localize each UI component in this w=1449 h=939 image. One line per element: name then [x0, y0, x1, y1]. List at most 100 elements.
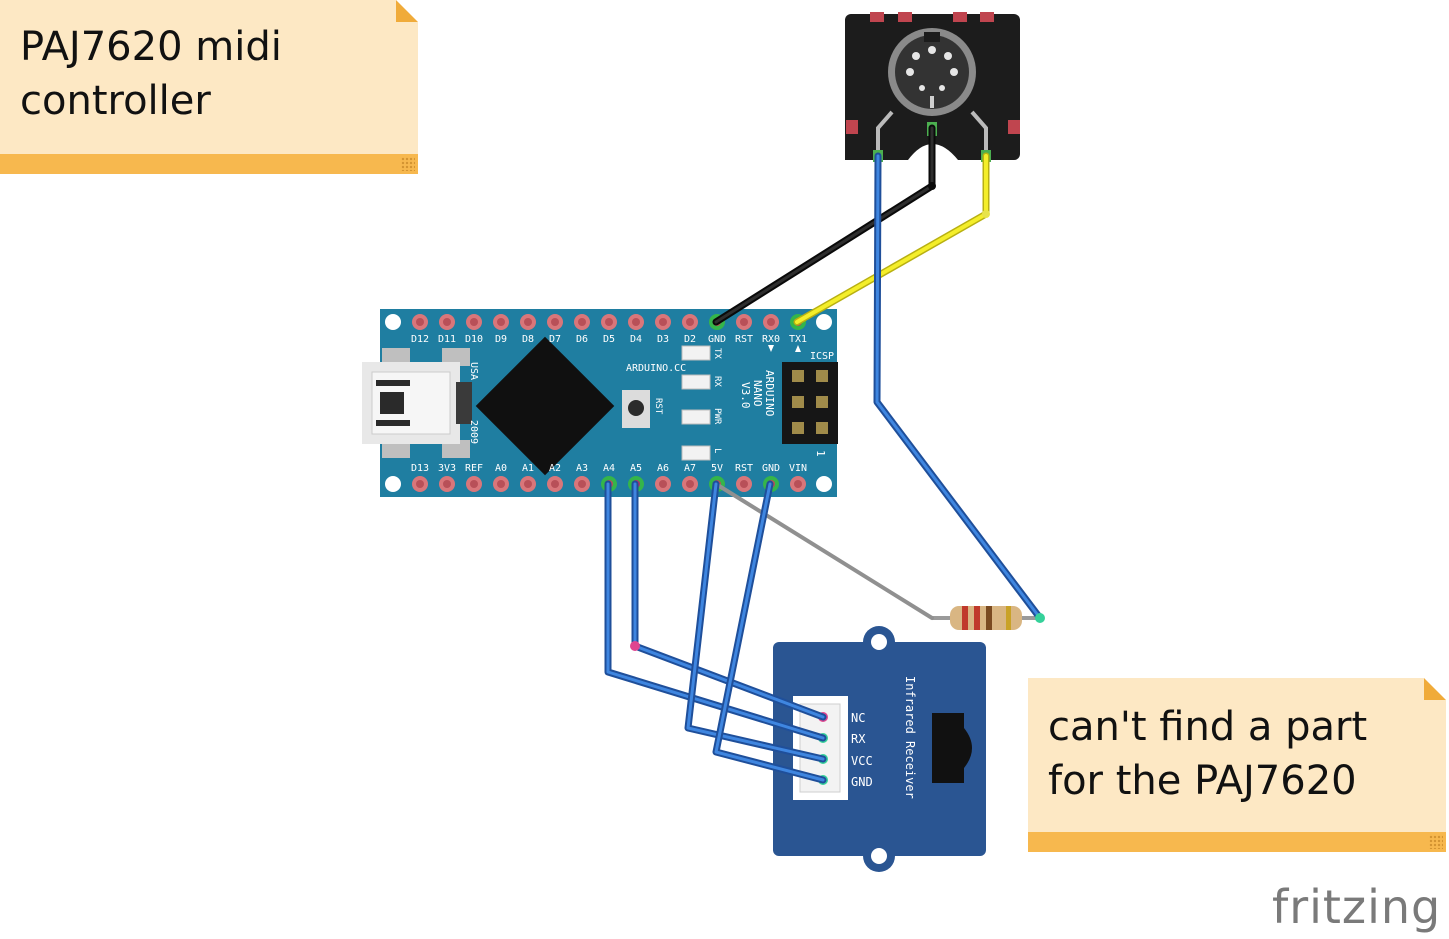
- note-line-1: can't find a part: [1048, 704, 1368, 750]
- pin-label-bottom-rst: RST: [735, 463, 753, 474]
- note-comment-text: can't find a part for the PAJ7620: [1048, 700, 1438, 808]
- silk-led-tx: TX: [712, 348, 722, 359]
- pin-hole: [740, 480, 748, 488]
- pin-hole: [632, 318, 640, 326]
- resize-grip-icon[interactable]: [1429, 835, 1443, 849]
- infrared-receiver-module[interactable]: Infrared Receiver NC RX VCC GND: [773, 626, 986, 872]
- pin-label-top-d10: D10: [465, 334, 483, 345]
- icsp-header[interactable]: [782, 362, 838, 444]
- note-fold-corner: [1424, 678, 1446, 700]
- note-line-2: controller: [20, 78, 211, 124]
- pin-label-bottom-a6: A6: [657, 463, 669, 474]
- microcontroller-chip: [475, 336, 615, 476]
- pin-label-bottom-a0: A0: [495, 463, 507, 474]
- pin-hole: [794, 480, 802, 488]
- silk-site: ARDUINO.CC: [626, 363, 686, 374]
- pin-hole: [578, 318, 586, 326]
- wire-blue-gnd-gnd[interactable]: [712, 480, 827, 784]
- wire-yellow-tx[interactable]: [793, 152, 990, 326]
- sticky-note-comment[interactable]: can't find a part for the PAJ7620: [1028, 678, 1446, 852]
- pin-label-bottom-gnd: GND: [762, 463, 780, 474]
- wire-blue-5v-vcc[interactable]: [684, 480, 827, 763]
- pin-label-top-d4: D4: [630, 334, 642, 345]
- wire-endpoints: [630, 182, 1045, 651]
- pin-hole: [767, 318, 775, 326]
- pin-label-top-d3: D3: [657, 334, 669, 345]
- pin-label-bottom-ref: REF: [465, 463, 483, 474]
- pin-hole: [524, 318, 532, 326]
- usb-connector: [362, 348, 472, 458]
- pin-label-top-rx0: RX0: [762, 334, 780, 345]
- pin-label-bottom-a3: A3: [576, 463, 588, 474]
- pin-hole: [551, 480, 559, 488]
- pin-label-top-d9: D9: [495, 334, 507, 345]
- note-title-text: PAJ7620 midi controller: [20, 20, 400, 128]
- pin-hole: [686, 480, 694, 488]
- ir-pin-rx-label: RX: [851, 732, 866, 746]
- pin-label-top-rst: RST: [735, 334, 753, 345]
- pin-hole: [659, 480, 667, 488]
- pin-hole: [416, 318, 424, 326]
- silk-icsp-pin1: 1: [814, 450, 827, 457]
- pin-label-bottom-a4: A4: [603, 463, 615, 474]
- resistor[interactable]: [932, 606, 1040, 630]
- pin-hole: [605, 318, 613, 326]
- pin-label-top-d2: D2: [684, 334, 696, 345]
- silk-rst: RST: [653, 398, 663, 415]
- sticky-note-title[interactable]: PAJ7620 midi controller: [0, 0, 418, 174]
- silk-model-1: ARDUINO: [763, 370, 776, 416]
- wire-gray-5v-resistor[interactable]: [714, 482, 934, 620]
- pin-hole: [524, 480, 532, 488]
- pin-label-top-d5: D5: [603, 334, 615, 345]
- pin-hole: [659, 318, 667, 326]
- note-bottom-bar: [1028, 832, 1446, 852]
- pin-hole: [497, 318, 505, 326]
- ir-pin-gnd-label: GND: [851, 775, 873, 789]
- silk-usa: USA: [468, 362, 479, 380]
- silk-year: 2009: [468, 420, 479, 444]
- pin-label-bottom-a2: A2: [549, 463, 561, 474]
- note-line-1: PAJ7620 midi: [20, 24, 282, 70]
- resize-grip-icon[interactable]: [401, 157, 415, 171]
- pin-label-top-d12: D12: [411, 334, 429, 345]
- pin-hole: [470, 480, 478, 488]
- pin-label-top-tx1: TX1: [789, 334, 807, 345]
- pin-hole: [443, 480, 451, 488]
- silk-icsp: ICSP: [810, 351, 834, 362]
- pin-hole: [740, 318, 748, 326]
- pin-label-top-gnd: GND: [708, 334, 726, 345]
- wire-blue-din-resistor[interactable]: [873, 152, 1044, 622]
- silk-led-rx: RX: [712, 376, 722, 387]
- pin-hole: [443, 318, 451, 326]
- midi-din-connector[interactable]: [845, 12, 1020, 162]
- silk-led-pwr: PWR: [712, 408, 722, 425]
- pin-label-top-d8: D8: [522, 334, 534, 345]
- pin-label-top-d6: D6: [576, 334, 588, 345]
- pin-hole: [686, 318, 694, 326]
- ir-pin-vcc-label: VCC: [851, 754, 873, 768]
- fritzing-logo: fritzing: [1272, 880, 1442, 934]
- pin-hole: [578, 480, 586, 488]
- pin-label-bottom-a5: A5: [630, 463, 642, 474]
- ir-pin-nc-label: NC: [851, 711, 865, 725]
- pin-label-bottom-3v3: 3V3: [438, 463, 456, 474]
- note-fold-corner: [396, 0, 418, 22]
- silk-model-2: NANO: [751, 380, 764, 407]
- pin-label-bottom-d13: D13: [411, 463, 429, 474]
- wire-blue-a4-rx[interactable]: [604, 480, 827, 742]
- pin-hole: [497, 480, 505, 488]
- pin-label-top-d11: D11: [438, 334, 456, 345]
- silk-led-l: L: [712, 448, 722, 453]
- ir-title: Infrared Receiver: [903, 676, 917, 799]
- note-line-2: for the PAJ7620: [1048, 758, 1357, 804]
- pin-label-bottom-5v: 5V: [711, 463, 723, 474]
- silk-model-3: V3.0: [739, 382, 752, 409]
- note-bottom-bar: [0, 154, 418, 174]
- pin-hole: [470, 318, 478, 326]
- pin-label-bottom-a7: A7: [684, 463, 696, 474]
- pin-label-top-d7: D7: [549, 334, 561, 345]
- pin-hole: [416, 480, 424, 488]
- pin-label-bottom-a1: A1: [522, 463, 534, 474]
